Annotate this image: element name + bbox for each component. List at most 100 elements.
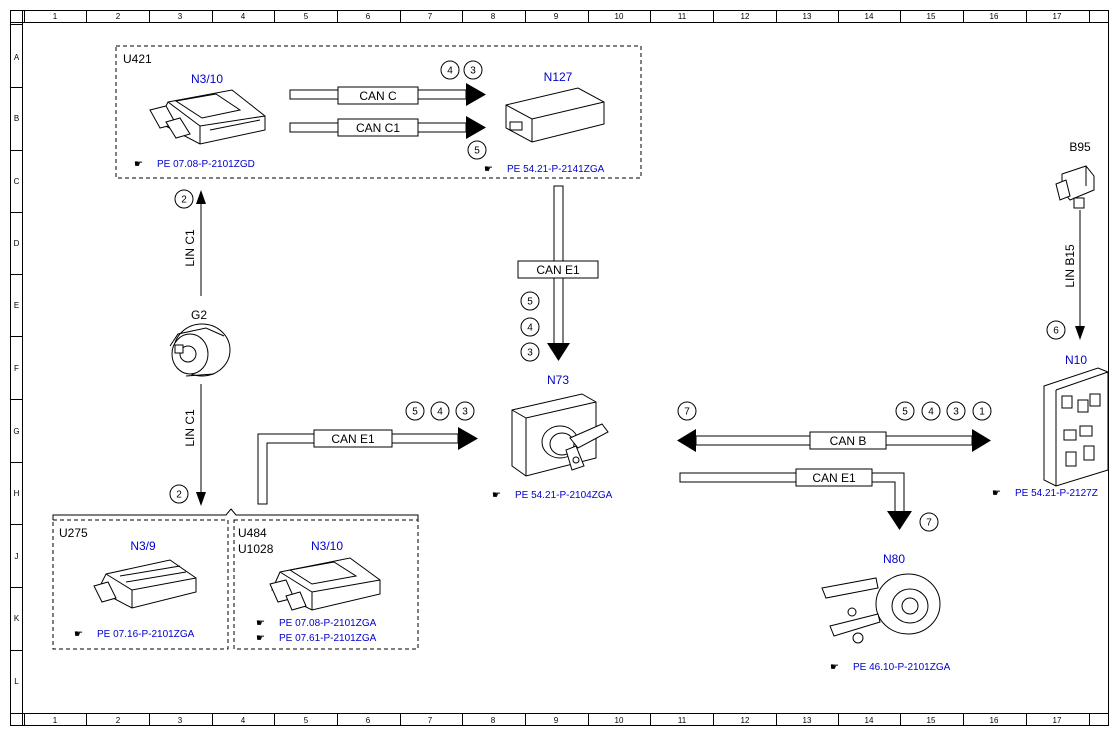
label-can-e1-right: CAN E1 <box>812 471 856 485</box>
ref-text-n127[interactable]: PE 54.21-P-2141ZGA <box>507 164 605 175</box>
grid-labels: 1122334455667788991010111112121313141415… <box>13 12 1062 725</box>
grid-column-label: 10 <box>615 12 624 21</box>
ref-n3-10-b2[interactable]: ☛ PE 07.61-P-2101ZGA <box>256 633 377 644</box>
grid-column-label: 4 <box>241 716 246 725</box>
label-n3-9: N3/9 <box>130 539 156 553</box>
marker-number: 3 <box>470 66 476 77</box>
label-can-e1-vertical: CAN E1 <box>536 263 580 277</box>
grid-column-label: 3 <box>178 716 183 725</box>
frame <box>10 10 1109 726</box>
ref-n3-9[interactable]: ☛ PE 07.16-P-2101ZGA <box>74 629 195 640</box>
grid-column-label: 1 <box>53 716 58 725</box>
grid-row-label: J <box>15 552 19 561</box>
module-n10-icon <box>1043 367 1109 487</box>
marker-number: 5 <box>527 297 533 308</box>
grid-column-label: 15 <box>927 716 936 725</box>
group-label-u484: U484 <box>238 526 267 540</box>
ecu-n3-10-top-icon <box>149 89 266 145</box>
ref-n73[interactable]: ☛ PE 54.21-P-2104ZGA <box>492 490 613 501</box>
ref-text-n3-10-b2[interactable]: PE 07.61-P-2101ZGA <box>279 633 377 644</box>
ecu-n3-10-bottom-icon <box>269 557 381 611</box>
marker-number: 7 <box>926 518 932 529</box>
label-can-c1: CAN C1 <box>356 121 400 135</box>
marker-circle-m-e5: 5 <box>520 291 540 311</box>
grid-row-label: C <box>14 177 20 186</box>
ref-text-n3-9[interactable]: PE 07.16-P-2101ZGA <box>97 629 195 640</box>
marker-circle-m-g7: 7 <box>677 401 697 421</box>
ref-n80[interactable]: ☛ PE 46.10-P-2101ZGA <box>830 662 951 673</box>
grid-column-label: 11 <box>678 12 687 21</box>
reference-links: ☛ PE 07.08-P-2101ZGD ☛ PE 54.21-P-2141ZG… <box>74 159 1098 673</box>
label-n80: N80 <box>883 552 905 566</box>
marker-number: 1 <box>979 407 985 418</box>
marker-circle-m-r5: 5 <box>895 401 915 421</box>
marker-number: 2 <box>181 195 187 206</box>
ref-n10[interactable]: ☛ PE 54.21-P-2127Z <box>992 488 1098 499</box>
label-lin-b15: LIN B15 <box>1063 244 1077 288</box>
grid-column-label: 9 <box>554 716 559 725</box>
marker-circle-m-a3: 3 <box>463 60 483 80</box>
ref-text-n80[interactable]: PE 46.10-P-2101ZGA <box>853 662 951 673</box>
bus-can-e1-left: CAN E1 <box>257 427 478 505</box>
marker-circle-m-r4: 4 <box>921 401 941 421</box>
marker-number: 5 <box>474 146 480 157</box>
grid-column-label: 16 <box>990 716 999 725</box>
grid-column-label: 13 <box>803 12 812 21</box>
grid-column-label: 10 <box>615 716 624 725</box>
label-can-b: CAN B <box>830 434 867 448</box>
ref-n3-10-top[interactable]: ☛ PE 07.08-P-2101ZGD <box>134 159 255 170</box>
grid-column-label: 5 <box>304 716 309 725</box>
steering-module-n80-icon <box>821 573 941 644</box>
label-n127: N127 <box>544 70 573 84</box>
marker-number: 2 <box>176 490 182 501</box>
group-label-u275: U275 <box>59 526 88 540</box>
grid-column-label: 15 <box>927 12 936 21</box>
marker-circle-m-e4: 4 <box>520 317 540 337</box>
grid-column-label: 12 <box>741 716 750 725</box>
grid-row-label: D <box>14 239 20 248</box>
hand-pointer-icon: ☛ <box>484 164 493 175</box>
grid-row-label: E <box>14 301 19 310</box>
bus-can-c1: CAN C1 <box>289 116 486 139</box>
grid-column-label: 5 <box>304 12 309 21</box>
grid-row-label: A <box>14 53 20 62</box>
ref-n127[interactable]: ☛ PE 54.21-P-2141ZGA <box>484 164 605 175</box>
label-g2: G2 <box>191 308 207 322</box>
hand-pointer-icon: ☛ <box>256 618 265 629</box>
group-bracket <box>52 508 419 520</box>
marker-circle-m-j7: 7 <box>919 512 939 532</box>
grid-column-label: 3 <box>178 12 183 21</box>
marker-circle-m-g4: 4 <box>430 401 450 421</box>
marker-circle-m-r1: 1 <box>972 401 992 421</box>
label-n10: N10 <box>1065 353 1087 367</box>
marker-circle-m-c2: 2 <box>174 189 194 209</box>
bus-can-e1-right: CAN E1 <box>679 468 912 530</box>
marker-circle-m-g3: 3 <box>455 401 475 421</box>
marker-number: 4 <box>527 323 533 334</box>
marker-circle-m-a4: 4 <box>440 60 460 80</box>
grid-column-label: 13 <box>803 716 812 725</box>
ref-n3-10-b1[interactable]: ☛ PE 07.08-P-2101ZGA <box>256 618 377 629</box>
module-n127-icon <box>505 87 605 143</box>
grid-row-label: L <box>14 677 19 686</box>
group-box-u421 <box>115 45 642 179</box>
ref-text-n73[interactable]: PE 54.21-P-2104ZGA <box>515 490 613 501</box>
ref-text-n3-10-b1[interactable]: PE 07.08-P-2101ZGA <box>279 618 377 629</box>
ref-text-n10[interactable]: PE 54.21-P-2127Z <box>1015 488 1098 499</box>
group-label-u421: U421 <box>123 52 152 66</box>
grid-column-label: 6 <box>366 12 371 21</box>
bus-can-b: CAN B <box>677 429 991 452</box>
bus-can-c: CAN C <box>289 83 486 106</box>
hand-pointer-icon: ☛ <box>992 488 1001 499</box>
marker-number: 4 <box>928 407 934 418</box>
grid-column-label: 12 <box>741 12 750 21</box>
marker-number: 5 <box>412 407 418 418</box>
grid-column-label: 2 <box>116 12 121 21</box>
marker-circle-m-f6: 6 <box>1046 320 1066 340</box>
marker-circle-m-r3: 3 <box>946 401 966 421</box>
hand-pointer-icon: ☛ <box>74 629 83 640</box>
grid-column-label: 9 <box>554 12 559 21</box>
ref-text-n3-10-top[interactable]: PE 07.08-P-2101ZGD <box>157 159 255 170</box>
bus-lin-c1-top: LIN C1 <box>183 190 206 296</box>
